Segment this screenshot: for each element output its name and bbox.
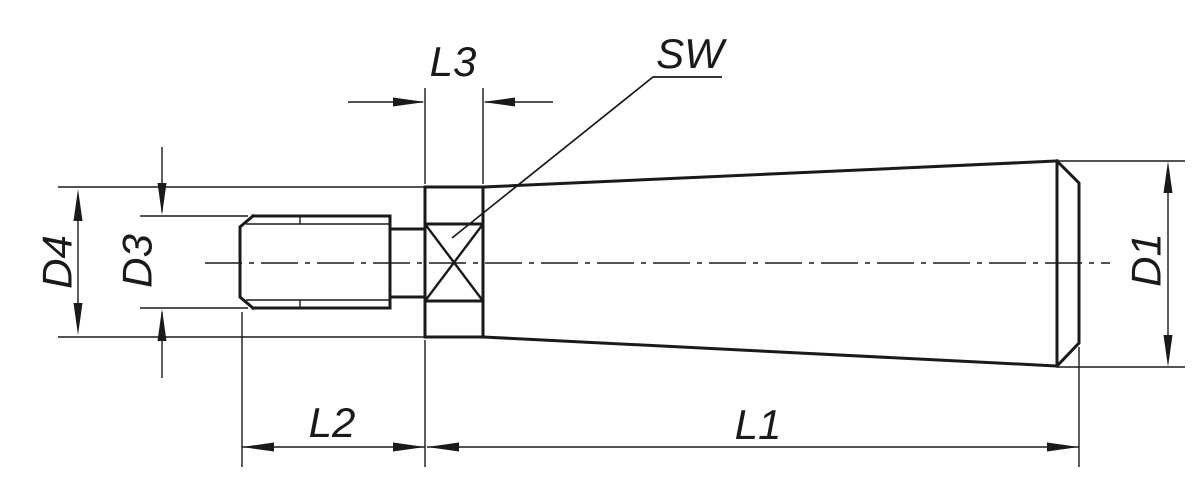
- dimension-d3: D3: [114, 147, 248, 378]
- dimension-d4: D4: [34, 186, 425, 338]
- threaded-stud: [238, 213, 392, 311]
- l2-arrowhead-right: [393, 442, 425, 452]
- dimension-d1: D1: [1057, 160, 1185, 368]
- neck-section: [388, 227, 427, 299]
- d1-label: D1: [1123, 233, 1170, 287]
- cone-bottom-edge: [481, 335, 1059, 368]
- d1-arrowhead-up: [1163, 161, 1173, 193]
- dimension-l1: L1: [427, 347, 1080, 467]
- d4-arrowhead-down: [73, 303, 83, 335]
- sw-leader-line: [451, 76, 722, 239]
- sw-label: SW: [656, 30, 727, 77]
- thread-chamfer-edge: [238, 213, 256, 311]
- d1-arrowhead-down: [1163, 335, 1173, 367]
- d3-arrowhead-up: [157, 309, 167, 341]
- hex-section: [423, 185, 485, 339]
- dimension-l3: L3: [348, 38, 553, 184]
- cone-top-edge: [481, 159, 1059, 189]
- l2-label: L2: [309, 399, 356, 446]
- l1-label: L1: [735, 401, 782, 448]
- l1-arrowhead-left: [427, 442, 459, 452]
- l1-arrowhead-right: [1047, 442, 1079, 452]
- l3-label: L3: [430, 38, 477, 85]
- flat-surface-x-mark: [424, 223, 484, 302]
- d3-label: D3: [114, 234, 161, 288]
- l3-arrowhead-left: [483, 97, 515, 107]
- d4-arrowhead-up: [73, 189, 83, 221]
- d3-arrowhead-down: [157, 183, 167, 215]
- d4-label: D4: [34, 235, 81, 289]
- l3-arrowhead-right: [393, 97, 425, 107]
- handle-end-chamfer-edge: [1054, 158, 1081, 369]
- l2-arrowhead-left: [242, 442, 274, 452]
- dimension-l2: L2: [241, 312, 426, 467]
- handle-cone: [481, 158, 1081, 369]
- callout-sw: SW: [451, 30, 727, 239]
